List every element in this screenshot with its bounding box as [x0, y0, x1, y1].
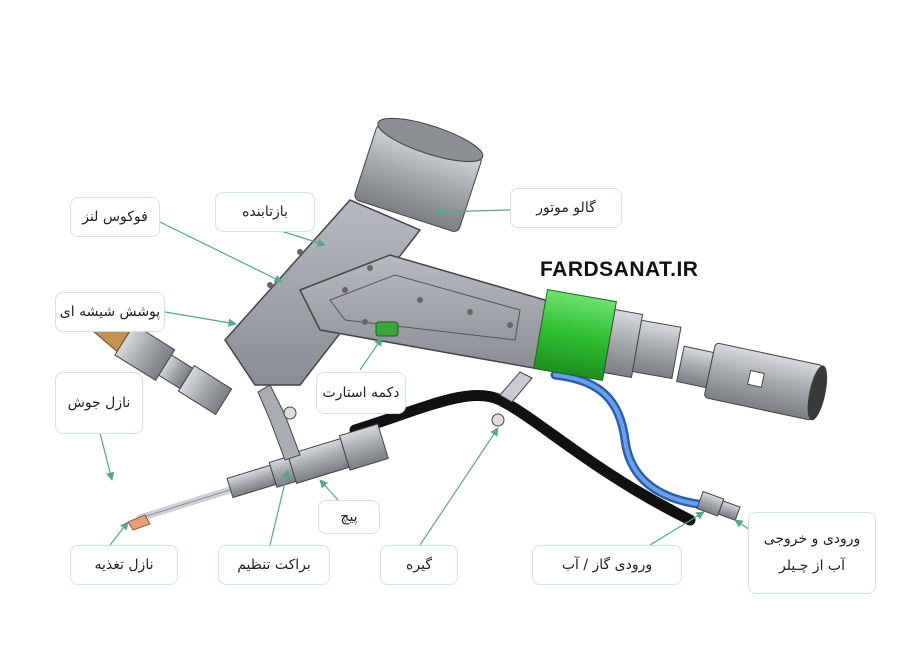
- callout-focus-lens: فوکوس لنز: [70, 197, 160, 237]
- black-cable: [349, 389, 696, 526]
- label-chiller-line2: آب از چـیلر: [779, 558, 845, 574]
- callout-start-button: دکمه استارت: [316, 372, 406, 414]
- label-protective-glass: پوشش شیشه ای: [59, 303, 161, 320]
- rear-connector: [676, 342, 828, 421]
- brand-watermark: FARDSANAT.IR: [540, 258, 699, 281]
- label-chiller-line1: ورودی و خروجی: [763, 531, 861, 548]
- adjust-bracket-arm: [257, 384, 301, 461]
- callout-chiller: ورودی و خروجی آب از چـیلر: [748, 512, 876, 594]
- clamp-ring: [499, 371, 533, 403]
- label-start-button: دکمه استارت: [322, 384, 400, 401]
- callout-feed-nozzle: نازل تغذیه: [70, 545, 178, 585]
- callout-screw: پیچ: [318, 500, 380, 534]
- label-adjust-bracket: براکت تنظیم: [237, 556, 311, 573]
- label-focus-lens: فوکوس لنز: [82, 208, 148, 225]
- label-galvo-motor: گالو موتور: [536, 199, 596, 216]
- hose-fitting: [696, 490, 741, 521]
- label-welding-nozzle: نازل جوش: [67, 394, 131, 411]
- callout-clamp: گیره: [380, 545, 458, 585]
- callout-galvo-motor: گالو موتور: [510, 188, 622, 228]
- start-button-part: [375, 321, 399, 337]
- label-clamp: گیره: [406, 556, 432, 573]
- label-collimator: بازتابنده: [242, 203, 288, 220]
- green-collar: [533, 288, 682, 382]
- label-gas-water-inlet: ورودی گاز / آب: [561, 556, 653, 573]
- leader-lines: [99, 207, 751, 546]
- callout-collimator: بازتابنده: [215, 192, 315, 232]
- callout-gas-water-inlet: ورودی گاز / آب: [532, 545, 682, 585]
- galvo-motor-body: [354, 117, 484, 232]
- callout-adjust-bracket: براکت تنظیم: [218, 545, 330, 585]
- callout-protective-glass: پوشش شیشه ای: [55, 292, 165, 332]
- label-screw: پیچ: [340, 508, 358, 525]
- callout-welding-nozzle: نازل جوش: [55, 372, 143, 434]
- feed-nozzle-assembly: [127, 423, 389, 531]
- label-feed-nozzle: نازل تغذیه: [94, 556, 154, 573]
